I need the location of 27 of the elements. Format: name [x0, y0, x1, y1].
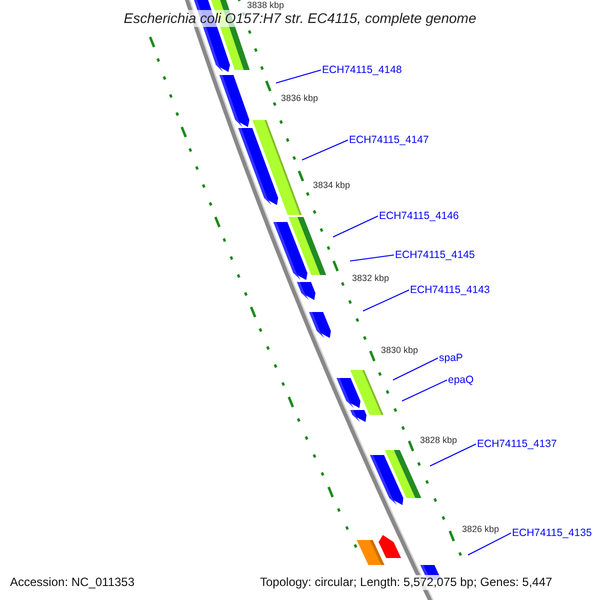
- tick-label: 3828 kbp: [420, 435, 458, 445]
- leader-line: [362, 290, 410, 312]
- gene-label: ECH74115_4146: [379, 209, 459, 223]
- tick-label: 3836 kbp: [281, 93, 318, 103]
- gene-label: spaP: [439, 351, 463, 365]
- tick-label: 3830 kbp: [381, 345, 418, 355]
- tick-label: 3834 kbp: [313, 180, 350, 190]
- tick-label: 3832 kbp: [352, 273, 390, 283]
- gene-label: ECH74115_4148: [322, 63, 402, 77]
- tick-label: 3826 kbp: [462, 524, 500, 534]
- leader-line: [332, 216, 378, 238]
- map-info-text: Accession: NC_011353: [10, 575, 135, 590]
- map-info-text: Topology: circular; Length: 5,572,075 bp; Genes: 5,447: [260, 575, 552, 590]
- gene-label: epaQ: [448, 373, 474, 387]
- leader-line: [430, 444, 476, 466]
- leader-line: [276, 70, 322, 84]
- leader-line: [468, 532, 512, 556]
- leader-line: [392, 358, 438, 380]
- gene-label: ECH74115_4135: [512, 526, 592, 540]
- leader-line: [302, 140, 348, 160]
- leader-line: [402, 380, 448, 402]
- leader-line: [350, 254, 394, 262]
- tick-label: 3838 kbp: [247, 0, 284, 10]
- gene-label: ECH74115_4137: [477, 437, 557, 451]
- gene-label: ECH74115_4145: [395, 248, 475, 262]
- gene-label: ECH74115_4143: [410, 283, 490, 297]
- gene-label: ECH74115_4147: [349, 133, 429, 147]
